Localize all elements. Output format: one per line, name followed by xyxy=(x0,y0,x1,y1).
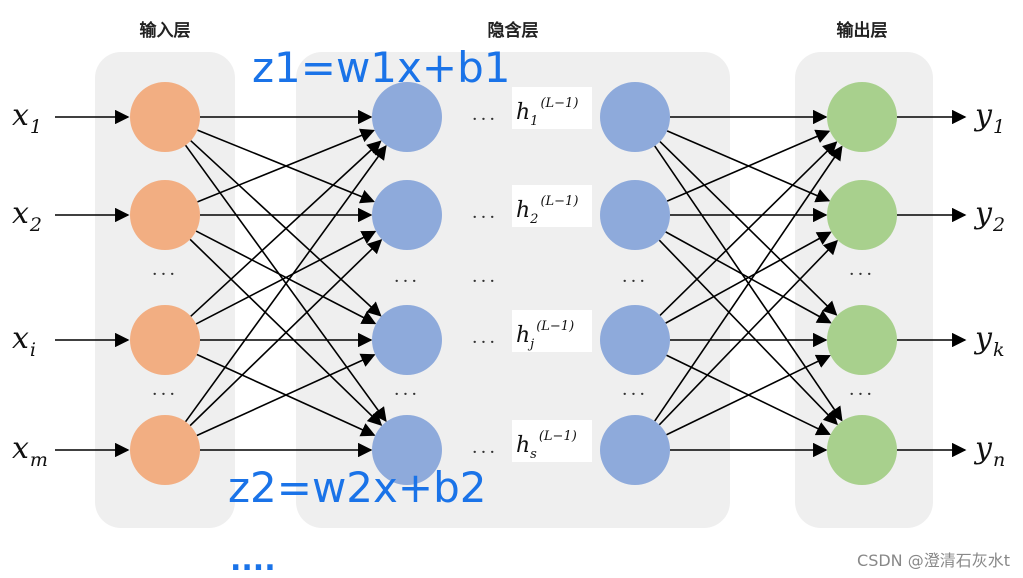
ellipsis-center-row-3: ··· xyxy=(472,442,498,463)
hidden-labels: h1(L−1)h2(L−1)hj(L−1)hs(L−1) xyxy=(512,87,592,462)
input-layer-panel xyxy=(95,52,235,528)
edge-input-3-hidden-0 xyxy=(184,144,387,423)
hidden-label-bg-1 xyxy=(512,185,592,227)
input-labels: x1 x2 xi xm xyxy=(12,98,48,471)
input-node-0 xyxy=(130,82,200,152)
input-node-2 xyxy=(130,305,200,375)
hidden-label-bg-0 xyxy=(512,87,592,129)
ellipsis-marks: ··· ··· ··· ··· ··· ··· ··· ··· ··· ··· ··· ··· ··· xyxy=(152,109,875,463)
output-label-1: y2 xyxy=(973,196,1005,236)
input-layer-title: 输入层 xyxy=(140,20,191,41)
ellipsis-h2-mid: ··· xyxy=(622,271,648,292)
output-node-1 xyxy=(827,180,897,250)
edge-hidden-3-output-2 xyxy=(666,354,831,436)
hidden-node-last-2 xyxy=(600,305,670,375)
hidden-node-first-2 xyxy=(372,305,442,375)
ellipsis-0-b: ··· xyxy=(152,384,178,405)
output-label-2: yk xyxy=(973,321,1004,361)
formula-z2: z2=w2x+b2 xyxy=(228,463,486,512)
ellipsis-1-a: ··· xyxy=(849,264,875,285)
output-node-0 xyxy=(827,82,897,152)
input-node-3 xyxy=(130,415,200,485)
input-label-3: xm xyxy=(12,431,48,471)
hidden-label-bg-3 xyxy=(512,420,592,462)
input-label-0: x1 xyxy=(12,98,42,138)
ellipsis-h1-mid: ··· xyxy=(394,271,420,292)
hidden-layer-panel xyxy=(296,52,730,528)
edge-input-1-hidden-0 xyxy=(197,128,375,203)
edge-hidden-3-output-1 xyxy=(658,239,838,426)
formula-z1: z1=w1x+b1 xyxy=(252,43,510,92)
edge-input-3-hidden-2 xyxy=(196,353,376,437)
hidden-node-last-3 xyxy=(600,415,670,485)
edge-input-2-hidden-0 xyxy=(190,140,382,317)
edge-hidden-3-output-0 xyxy=(654,145,843,422)
hidden-layer-title: 隐含层 xyxy=(488,20,539,41)
ellipsis-1-b: ··· xyxy=(849,384,875,405)
edge-input-2-hidden-1 xyxy=(195,230,377,325)
hidden-label-bg-2 xyxy=(512,310,592,352)
connection-lines xyxy=(55,109,967,458)
output-layer-title: 输出层 xyxy=(837,20,888,41)
output-node-3 xyxy=(827,415,897,485)
ellipsis-center-row-2: ··· xyxy=(472,332,498,353)
ellipsis-h2-low: ··· xyxy=(622,384,648,405)
ellipsis-center-row-0: ··· xyxy=(472,109,498,130)
watermark: CSDN @澄清石灰水t xyxy=(857,551,1010,570)
input-label-2: xi xyxy=(12,321,36,361)
ellipsis-center-mid: ··· xyxy=(472,271,498,292)
ellipsis-0-a: ··· xyxy=(152,264,178,285)
input-node-1 xyxy=(130,180,200,250)
hidden-node-last-1 xyxy=(600,180,670,250)
ellipsis-h1-low: ··· xyxy=(394,384,420,405)
edge-hidden-2-output-1 xyxy=(665,231,832,324)
hidden-node-first-1 xyxy=(372,180,442,250)
edge-hidden-2-output-0 xyxy=(659,141,838,317)
output-label-3: yn xyxy=(973,431,1005,471)
input-label-1: x2 xyxy=(12,196,42,236)
output-label-0: y1 xyxy=(973,98,1005,138)
hidden-node-last-0 xyxy=(600,82,670,152)
hidden-node-first-0 xyxy=(372,82,442,152)
ellipsis-center-row-1: ··· xyxy=(472,207,498,228)
edge-hidden-1-output-0 xyxy=(666,129,831,202)
nodes xyxy=(130,82,897,485)
output-node-2 xyxy=(827,305,897,375)
output-labels: y1 y2 yk yn xyxy=(973,98,1005,471)
edge-input-3-hidden-1 xyxy=(189,239,383,427)
hidden-node-first-3 xyxy=(372,415,442,485)
formula-more: .... xyxy=(230,543,276,578)
